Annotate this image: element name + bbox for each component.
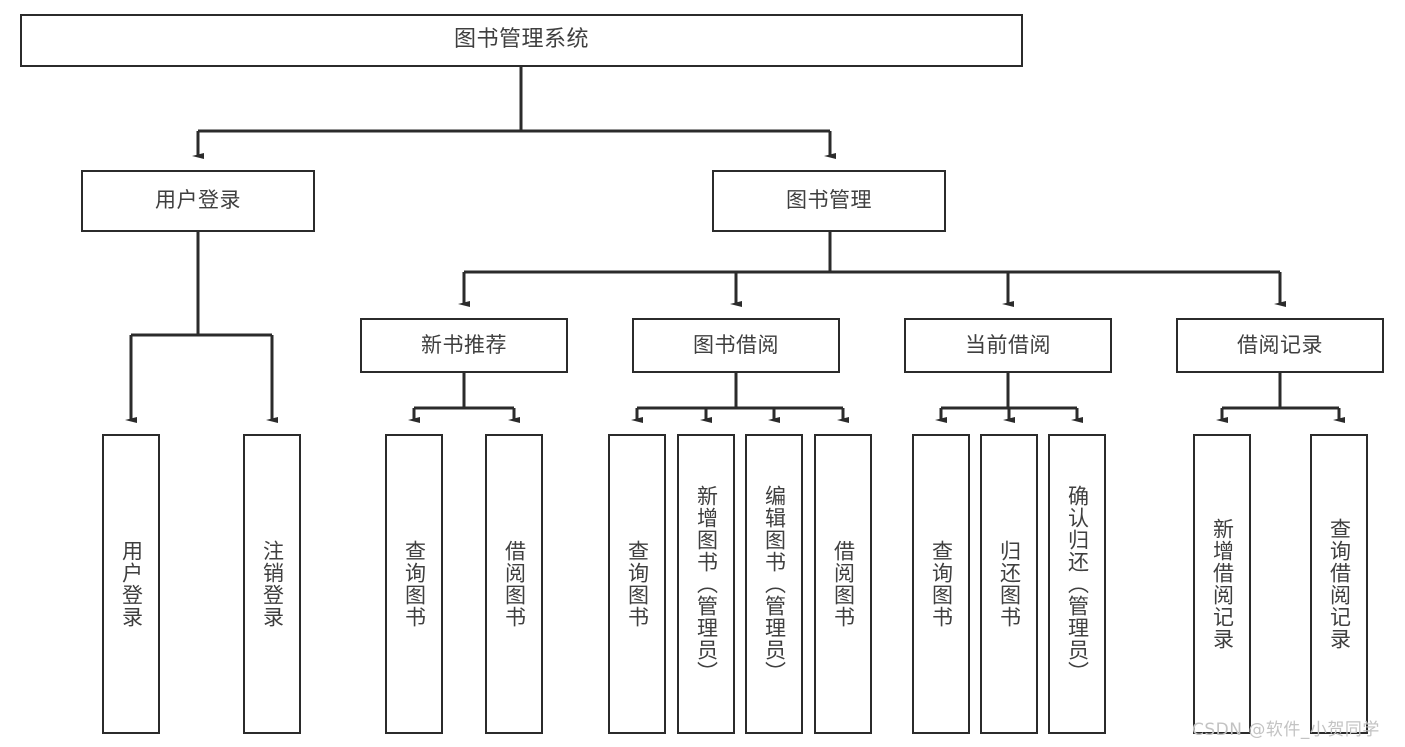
node-label: 用户登录 <box>119 540 144 628</box>
node-label: 确认归还（管理员） <box>1065 485 1090 683</box>
node-leaf-query-borrow-record[interactable]: 查询借阅记录 <box>1310 434 1368 734</box>
node-label: 查询图书 <box>402 540 427 628</box>
node-borrowing-record[interactable]: 借阅记录 <box>1176 318 1384 373</box>
node-leaf-logout[interactable]: 注销登录 <box>243 434 301 734</box>
node-label: 新增借阅记录 <box>1210 518 1235 650</box>
node-label: 当前借阅 <box>965 332 1051 357</box>
node-label: 图书借阅 <box>693 332 779 357</box>
node-label: 查询图书 <box>929 540 954 628</box>
node-label: 借阅图书 <box>831 540 856 628</box>
node-label: 借阅记录 <box>1237 332 1323 357</box>
node-label: 用户登录 <box>155 188 241 213</box>
node-leaf-return-book[interactable]: 归还图书 <box>980 434 1038 734</box>
node-label: 查询图书 <box>625 540 650 628</box>
node-label: 图书管理 <box>786 188 872 213</box>
node-leaf-add-borrow-record[interactable]: 新增借阅记录 <box>1193 434 1251 734</box>
node-label: 借阅图书 <box>502 540 527 628</box>
node-book-management[interactable]: 图书管理 <box>712 170 946 232</box>
node-label: 归还图书 <box>997 540 1022 628</box>
node-leaf-borrow-book-recommendation[interactable]: 借阅图书 <box>485 434 543 734</box>
node-leaf-user-login[interactable]: 用户登录 <box>102 434 160 734</box>
node-label: 查询借阅记录 <box>1327 518 1352 650</box>
node-label: 新书推荐 <box>421 332 507 357</box>
node-leaf-edit-book-admin[interactable]: 编辑图书（管理员） <box>745 434 803 734</box>
node-leaf-query-book-recommendation[interactable]: 查询图书 <box>385 434 443 734</box>
node-label: 编辑图书（管理员） <box>762 485 787 683</box>
node-leaf-query-book-borrowing[interactable]: 查询图书 <box>608 434 666 734</box>
csdn-watermark: CSDN @软件_小贺同学 <box>1192 720 1380 740</box>
node-label: 注销登录 <box>260 540 285 628</box>
node-leaf-borrow-book[interactable]: 借阅图书 <box>814 434 872 734</box>
node-new-book-recommendation[interactable]: 新书推荐 <box>360 318 568 373</box>
node-leaf-confirm-return-admin[interactable]: 确认归还（管理员） <box>1048 434 1106 734</box>
node-leaf-add-book-admin[interactable]: 新增图书（管理员） <box>677 434 735 734</box>
node-user-login[interactable]: 用户登录 <box>81 170 315 232</box>
node-label: 图书管理系统 <box>453 27 589 53</box>
node-current-borrowing[interactable]: 当前借阅 <box>904 318 1112 373</box>
node-book-borrowing[interactable]: 图书借阅 <box>632 318 840 373</box>
node-label: 新增图书（管理员） <box>694 485 719 683</box>
node-root-book-management-system[interactable]: 图书管理系统 <box>20 14 1023 67</box>
node-leaf-query-book-current[interactable]: 查询图书 <box>912 434 970 734</box>
